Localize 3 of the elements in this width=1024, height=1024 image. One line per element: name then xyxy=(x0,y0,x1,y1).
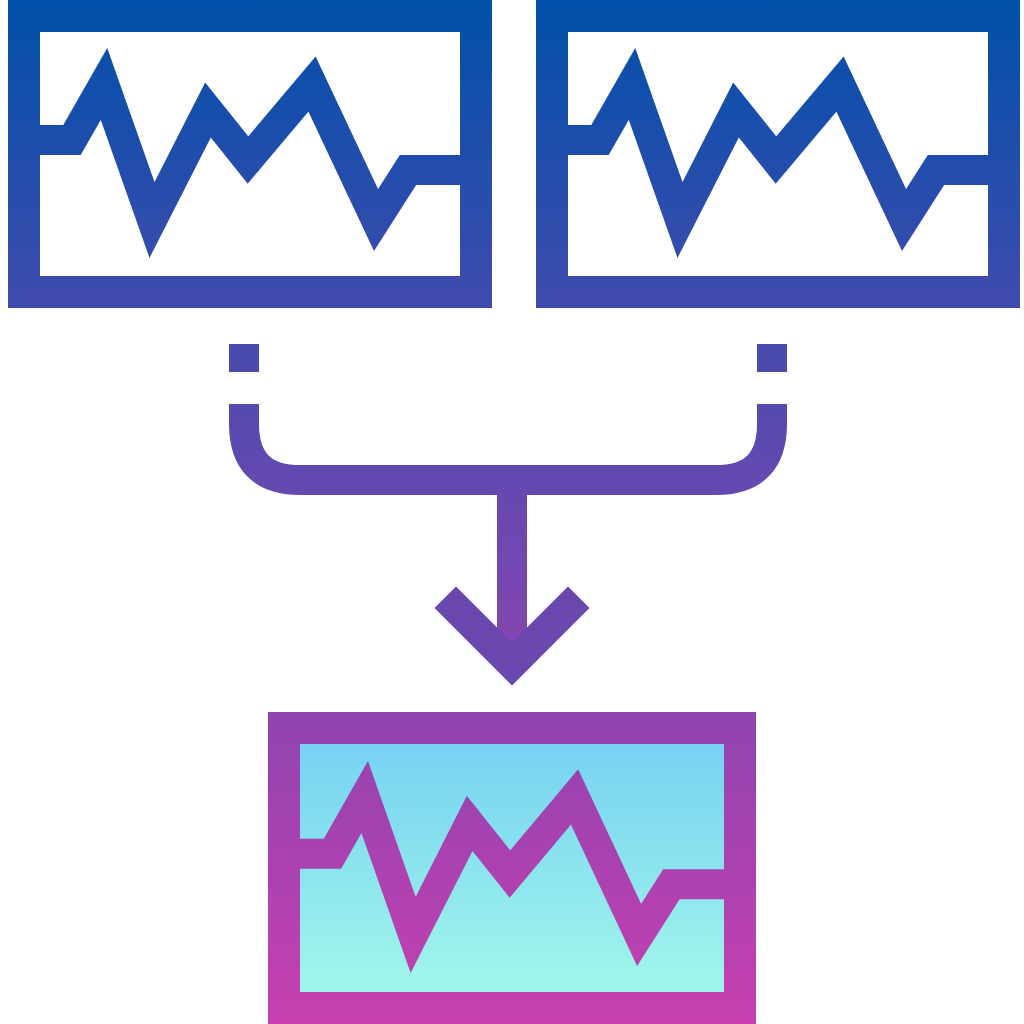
chart-window xyxy=(268,712,756,1024)
chart-window xyxy=(536,0,1020,308)
chart-window xyxy=(8,0,492,308)
